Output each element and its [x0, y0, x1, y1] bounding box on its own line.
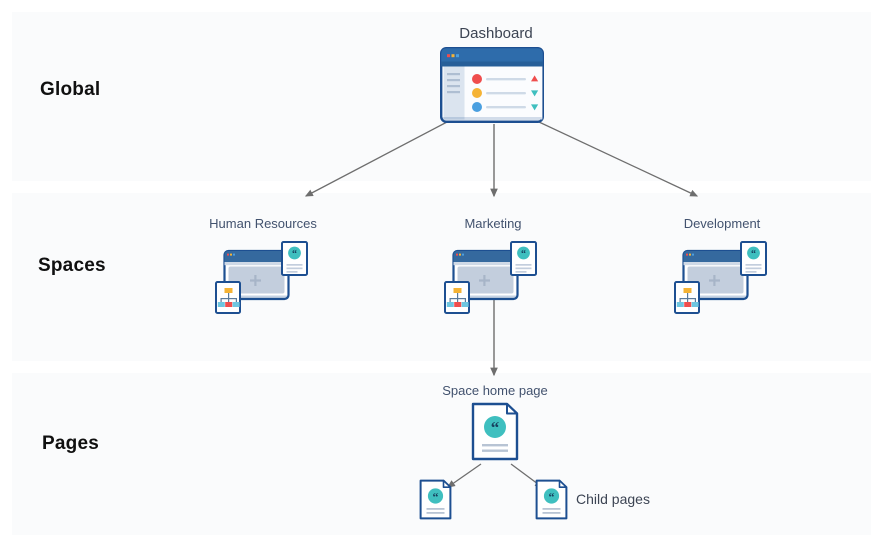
trend-down-icon-2: [531, 104, 539, 111]
dashboard-window-icon: [440, 47, 544, 123]
node-label-human-resources: Human Resources: [209, 216, 317, 231]
node-label-development: Development: [683, 216, 761, 231]
tier-label-spaces: Spaces: [38, 255, 106, 276]
svg-text:“: “: [433, 489, 439, 503]
space-orgchart-card: [215, 281, 241, 314]
titlebar-dot-red: [447, 54, 450, 58]
page-document-icon-space-home: “: [471, 402, 519, 461]
node-label-space-home-page: Space home page: [442, 383, 548, 398]
trend-down-icon-1: [531, 90, 539, 97]
widget-dot-red: [472, 74, 482, 84]
space-page-card: “: [510, 241, 537, 276]
svg-text:“: “: [521, 249, 526, 260]
page-document-icon-child-right: “: [535, 479, 568, 520]
svg-text:“: “: [751, 249, 756, 260]
svg-text:“: “: [292, 249, 297, 260]
node-label-child-pages: Child pages: [576, 491, 650, 507]
trend-up-icon: [531, 75, 539, 82]
space-page-card: “: [740, 241, 767, 276]
widget-dot-amber: [472, 88, 482, 98]
svg-text:“: “: [549, 489, 555, 503]
space-icon-human-resources: “: [215, 241, 308, 314]
node-label-marketing: Marketing: [464, 216, 522, 231]
tier-label-global: Global: [40, 79, 101, 100]
svg-text:“: “: [491, 418, 500, 437]
space-orgchart-card: [674, 281, 700, 314]
tier-label-pages: Pages: [42, 433, 99, 454]
page-document-icon-child-left: “: [419, 479, 452, 520]
titlebar-dot-blue: [456, 54, 459, 58]
titlebar-dot-amber: [451, 54, 455, 58]
space-page-card: “: [281, 241, 308, 276]
widget-dot-blue: [472, 102, 482, 112]
node-label-dashboard: Dashboard: [459, 25, 533, 42]
space-orgchart-card: [444, 281, 470, 314]
space-icon-marketing: “: [444, 241, 537, 314]
space-icon-development: “: [674, 241, 767, 314]
